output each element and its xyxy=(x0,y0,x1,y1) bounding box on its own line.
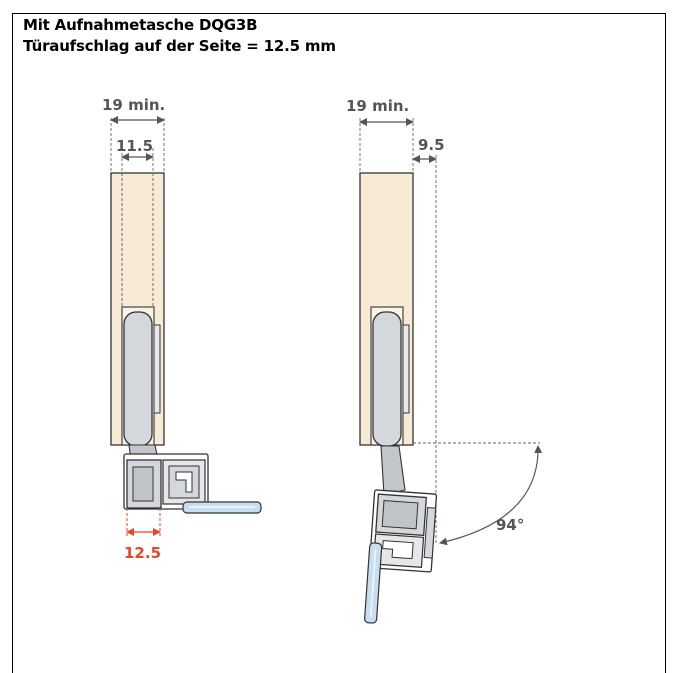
left-pocket-strip xyxy=(153,324,161,414)
left-hinge-body xyxy=(123,311,153,447)
left-clamp-jaw xyxy=(168,465,200,499)
right-pocket-strip xyxy=(402,324,410,414)
left-overlap-guides xyxy=(126,508,161,538)
left-dim-inner-label: 11.5 xyxy=(116,137,153,155)
right-dim-offset-label: 9.5 xyxy=(418,136,445,154)
right-angle-arc xyxy=(439,445,543,546)
left-clamp-inner xyxy=(132,466,154,502)
right-glass-pane xyxy=(364,542,383,624)
left-dimension-guides xyxy=(110,118,165,308)
right-view: 19 min. 9.5 94° xyxy=(346,97,543,624)
title-line-2: Türaufschlag auf der Seite = 12.5 mm xyxy=(23,37,336,55)
left-view: 19 min. 11.5 12.5 xyxy=(102,96,262,562)
right-dimension-guides xyxy=(359,118,540,543)
left-dim-overlap-label: 12.5 xyxy=(124,544,161,562)
drawing-frame xyxy=(12,13,666,673)
right-hinge-body xyxy=(372,311,402,447)
title-line-1: Mit Aufnahmetasche DQG3B xyxy=(23,16,258,34)
left-dim-total-label: 19 min. xyxy=(102,96,165,114)
right-clamp xyxy=(368,489,438,573)
right-dim-total-label: 19 min. xyxy=(346,97,409,115)
right-hinge-neck xyxy=(380,445,406,496)
left-clamp-detail xyxy=(175,471,193,493)
right-angle-label: 94° xyxy=(496,516,524,534)
